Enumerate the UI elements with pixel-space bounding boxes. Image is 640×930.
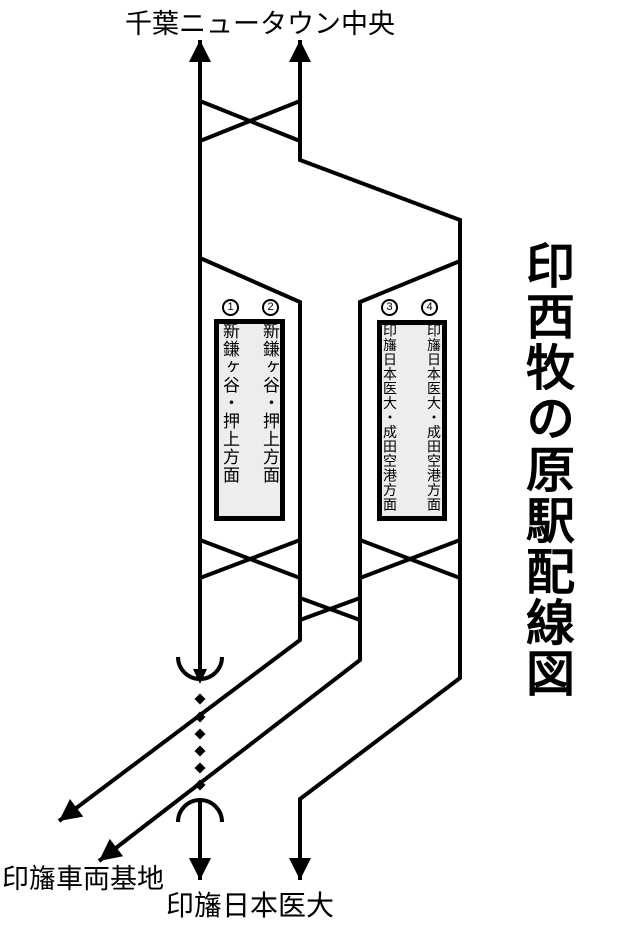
platform-box-1-2: 新鎌ヶ谷・押上方面 新鎌ヶ谷・押上方面	[214, 319, 285, 521]
underpass-dotted-line	[194, 693, 206, 791]
crossover-bottom-right	[359, 538, 461, 580]
station-label-inba-nihon-idai: 印旛日本医大	[166, 890, 335, 921]
crossover-center	[299, 596, 361, 622]
platform-3-badge: 3	[381, 299, 398, 316]
platform-2-direction-text: 新鎌ヶ谷・押上方面	[260, 322, 279, 484]
platform-3-direction-text: 印旛日本医大・成田空港方面	[382, 323, 398, 512]
platform-4-badge: 4	[421, 299, 438, 316]
diagram-title: 印西牧の原駅配線図	[519, 240, 573, 699]
crossover-bottom-left	[199, 538, 301, 580]
platform-2-badge: 2	[262, 299, 279, 316]
station-label-chiba-newtown-chuo: 千葉ニュータウン中央	[125, 9, 395, 39]
platform-4-direction-text: 印旛日本医大・成田空港方面	[426, 323, 442, 512]
track-platform2-depot-lead	[57, 256, 302, 823]
platform-1-badge: 1	[222, 299, 239, 316]
crossover-top	[199, 99, 301, 143]
track-platform3-depot-lead	[97, 259, 461, 863]
underpass-entry-arrow-icon	[193, 669, 207, 684]
platform-1-direction-text: 新鎌ヶ谷・押上方面	[220, 322, 239, 484]
platform-box-3-4: 印旛日本医大・成田空港方面 印旛日本医大・成田空港方面	[377, 320, 447, 521]
depot-label-inba-depot: 印旛車両基地	[2, 864, 164, 894]
